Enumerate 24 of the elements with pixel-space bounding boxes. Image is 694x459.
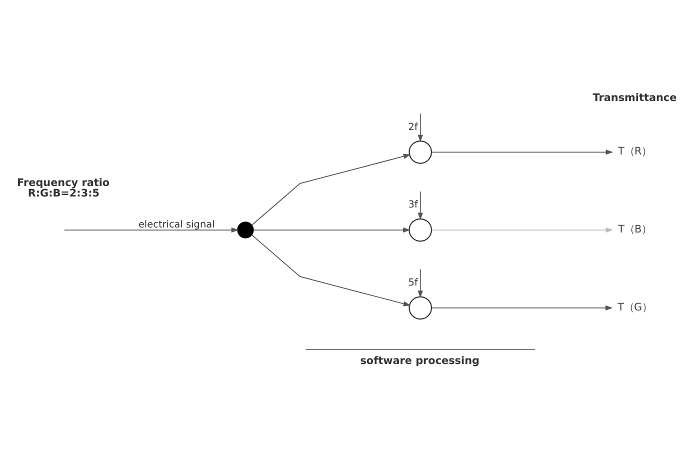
arrow — [64, 227, 239, 233]
arrow — [431, 150, 614, 155]
arrow — [418, 268, 423, 298]
arrow — [251, 154, 411, 226]
node-text: T（B） — [618, 223, 652, 236]
node-text: T（R） — [618, 146, 652, 158]
label: Transmittance — [592, 92, 677, 104]
arrow — [251, 234, 411, 306]
edge-label: electrical signal — [138, 219, 215, 230]
node-text: T（G） — [618, 301, 652, 314]
arrow — [431, 227, 614, 233]
label: software processing — [360, 355, 480, 368]
arrow — [431, 305, 613, 310]
arrow — [418, 191, 423, 220]
node-circle — [408, 140, 432, 164]
edge-label: 2f — [408, 122, 418, 133]
label: Frequency ratio R:G:B=2:3:5 — [17, 177, 110, 200]
edge-label: 3f — [408, 200, 418, 211]
arrow — [418, 113, 423, 142]
node-circle — [408, 296, 432, 320]
edge-label: 5f — [408, 278, 418, 289]
node-circle — [408, 218, 432, 242]
node-circle — [237, 222, 254, 238]
arrow — [253, 227, 410, 233]
